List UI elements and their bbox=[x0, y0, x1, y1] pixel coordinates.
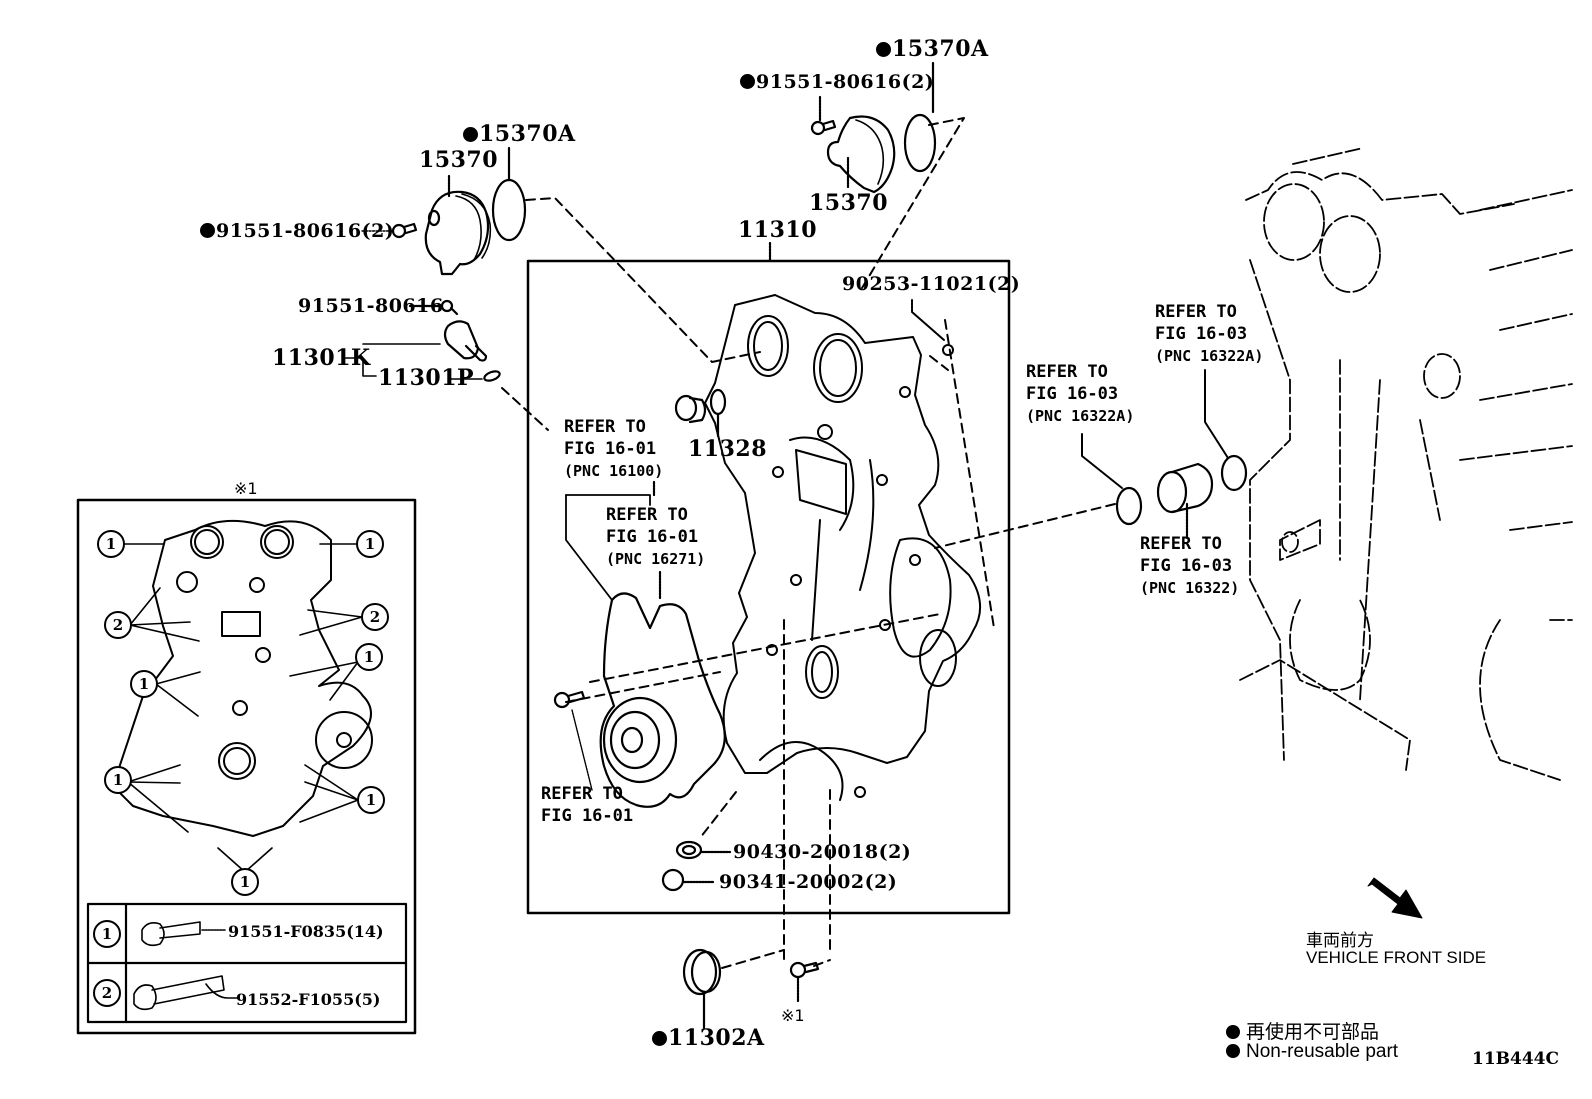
oring-15370A-right bbox=[903, 113, 937, 173]
inset-marker-1: 1 bbox=[97, 530, 125, 558]
inset-marker-2: 2 bbox=[361, 603, 389, 631]
bolt-table-key: 2 bbox=[93, 979, 121, 1007]
bolt-ref-mark: ※1 bbox=[781, 1006, 805, 1025]
callout-15370-right[interactable]: 15370 bbox=[809, 190, 889, 216]
inset-frame bbox=[76, 498, 417, 1035]
non-reusable-dot-icon bbox=[1226, 1044, 1240, 1058]
inset-marker-1: 1 bbox=[356, 530, 384, 558]
sleeve-parts-drawing bbox=[1081, 369, 1248, 540]
callout-11302A[interactable]: 11302A bbox=[652, 1027, 765, 1049]
legend-non-reusable-en: Non-reusable part bbox=[1226, 1041, 1398, 1063]
callout-11301K[interactable]: 11301K bbox=[272, 345, 371, 371]
non-reusable-dot-icon bbox=[740, 74, 755, 89]
inset-marker-1: 1 bbox=[357, 786, 385, 814]
oring-16322a-right bbox=[1220, 454, 1248, 492]
inset-marker-1: 1 bbox=[231, 868, 259, 896]
legend-non-reusable-jp: 再使用不可部品 bbox=[1226, 1017, 1379, 1044]
callout-15370A-right[interactable]: 15370A bbox=[876, 38, 989, 60]
oring-16322a-left bbox=[1115, 486, 1143, 526]
refer-note-pnc16322a-right[interactable]: REFER TO FIG 16-03 (PNC 16322A) bbox=[1155, 302, 1264, 365]
inset-marker-2: 2 bbox=[104, 611, 132, 639]
inset-cover-drawing bbox=[112, 519, 373, 837]
assembly-lines bbox=[501, 117, 1116, 969]
vehicle-front-label-en: VEHICLE FRONT SIDE bbox=[1306, 948, 1487, 967]
inset-leaders bbox=[123, 543, 363, 1011]
callout-90253-11021[interactable]: 90253-11021(2) bbox=[842, 273, 1021, 295]
bolt-table-part[interactable]: 91551-F0835(14) bbox=[228, 922, 384, 941]
non-reusable-dot-icon bbox=[876, 42, 891, 57]
callout-11301P[interactable]: 11301P bbox=[378, 365, 475, 391]
refer-note-pnc16322[interactable]: REFER TO FIG 16-03 (PNC 16322) bbox=[1140, 534, 1240, 597]
inset-marker-1: 1 bbox=[104, 766, 132, 794]
callout-91551-80616-right[interactable]: 91551-80616(2) bbox=[740, 73, 934, 92]
callout-90430-20018[interactable]: 90430-20018(2) bbox=[733, 841, 912, 863]
inset-marker-1: 1 bbox=[355, 643, 383, 671]
cam-sensor-right-drawing bbox=[810, 61, 937, 194]
oring-15370A-left bbox=[491, 178, 527, 242]
callout-11328[interactable]: 11328 bbox=[688, 436, 768, 462]
main-frame bbox=[526, 259, 1011, 915]
callout-90341-20002[interactable]: 90341-20002(2) bbox=[719, 871, 898, 893]
callout-15370-left[interactable]: 15370 bbox=[419, 147, 499, 173]
non-reusable-dot-icon bbox=[1226, 1025, 1240, 1039]
inset-title: ※1 bbox=[234, 479, 258, 498]
figure-code: 11B444C bbox=[1472, 1049, 1560, 1069]
refer-note-pump-bolt[interactable]: REFER TO FIG 16-01 bbox=[541, 784, 634, 826]
bolt-table-part[interactable]: 91552-F1055(5) bbox=[236, 990, 381, 1009]
non-reusable-dot-icon bbox=[200, 223, 215, 238]
plug-11328-drawing bbox=[674, 388, 727, 438]
engine-block-phantom bbox=[1239, 147, 1573, 781]
vehicle-front-label-jp: 車両前方 bbox=[1306, 931, 1374, 950]
oil-seal-drawing bbox=[682, 948, 820, 1030]
callout-91551-80616-ocv[interactable]: 91551-80616 bbox=[298, 295, 444, 317]
refer-note-pnc16271[interactable]: REFER TO FIG 16-01 (PNC 16271) bbox=[606, 505, 706, 568]
callout-91551-80616-left[interactable]: 91551-80616(2) bbox=[200, 222, 394, 241]
inset-marker-1: 1 bbox=[130, 670, 158, 698]
water-pump-drawing bbox=[553, 480, 726, 808]
bolt-table-key: 1 bbox=[93, 920, 121, 948]
ocv-drawing bbox=[343, 299, 501, 382]
cam-sensor-left-drawing bbox=[361, 146, 527, 276]
vehicle-front-arrow-icon bbox=[1367, 877, 1423, 919]
refer-note-pnc16100[interactable]: REFER TO FIG 16-01 (PNC 16100) bbox=[564, 417, 664, 480]
callout-15370A-left[interactable]: 15370A bbox=[463, 123, 576, 145]
timing-chain-cover-drawing bbox=[704, 294, 981, 801]
drain-parts-drawing bbox=[661, 840, 732, 892]
non-reusable-dot-icon bbox=[652, 1031, 667, 1046]
callout-11310[interactable]: 11310 bbox=[738, 217, 818, 243]
refer-note-pnc16322a-left[interactable]: REFER TO FIG 16-03 (PNC 16322A) bbox=[1026, 362, 1135, 425]
non-reusable-dot-icon bbox=[463, 127, 478, 142]
